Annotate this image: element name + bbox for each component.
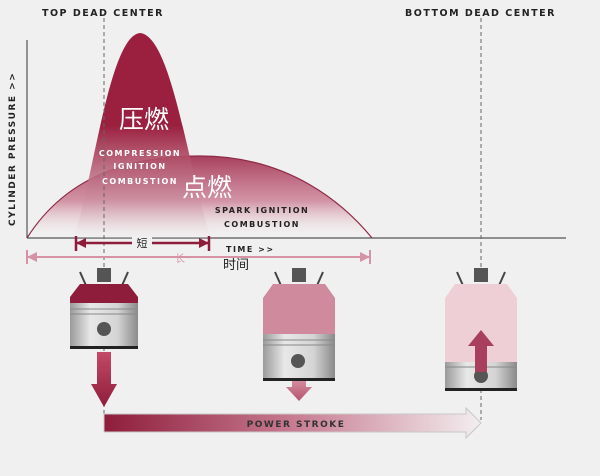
long-arrow-left-head: [27, 252, 37, 262]
power-stroke-arrow: [103, 406, 482, 440]
piston-1-down-arrow: [91, 352, 117, 407]
x-axis-cn-label: 时间: [223, 258, 249, 273]
compression-label-line2: IGNITION: [113, 162, 166, 171]
power-stroke-label: POWER STROKE: [247, 420, 346, 430]
compression-ignition-curve: [74, 33, 211, 238]
compression-cn-label: 压燃: [119, 105, 169, 134]
x-axis-label: TIME >>: [226, 245, 275, 254]
spark-label-line1: SPARK IGNITION: [215, 206, 309, 215]
y-axis-label: CYLINDER PRESSURE >>: [8, 72, 18, 226]
spark-label-line2: COMBUSTION: [224, 220, 300, 229]
short-arrow-left-head: [76, 238, 86, 248]
short-arrow-right-head: [199, 238, 209, 248]
short-cn-label: 短: [137, 236, 148, 250]
piston-top-dead-center: [70, 268, 138, 349]
top-dead-center-label: TOP DEAD CENTER: [42, 8, 164, 19]
piston-2-down-arrow: [286, 381, 312, 401]
spark-cn-label: 点燃: [182, 173, 232, 202]
long-arrow-right-head: [360, 252, 370, 262]
compression-label-line3: COMBUSTION: [102, 177, 178, 186]
piston-3-up-arrow: [468, 330, 494, 372]
long-cn-label: 长: [175, 253, 185, 265]
compression-label-line1: COMPRESSION: [99, 149, 181, 158]
piston-bottom-dead-center: [445, 268, 517, 391]
bottom-dead-center-label: BOTTOM DEAD CENTER: [405, 8, 556, 19]
piston-mid-stroke: [263, 268, 335, 381]
spark-ignition-outline: [26, 155, 373, 239]
